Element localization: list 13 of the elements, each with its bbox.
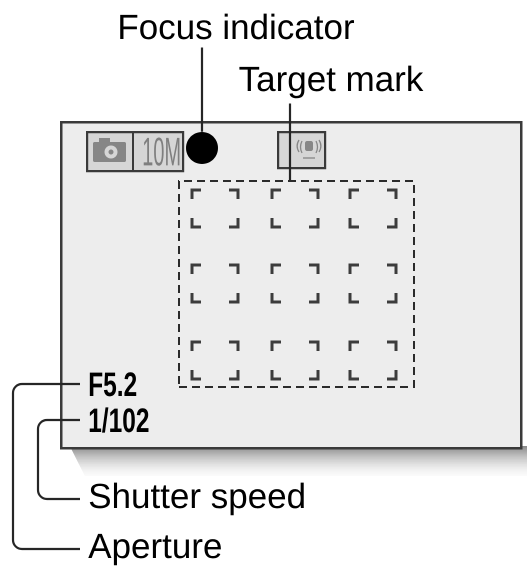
screen-panel bbox=[60, 121, 522, 450]
readout-text: 1/102 bbox=[90, 407, 148, 433]
dashed-frame bbox=[178, 180, 415, 388]
readout-text: F5.2 bbox=[90, 372, 136, 396]
leader-line bbox=[12, 382, 80, 550]
callout-label: Target mark bbox=[239, 66, 424, 98]
callout-label: Aperture bbox=[88, 534, 221, 566]
callout-label: Shutter speed bbox=[90, 482, 304, 516]
leader-line bbox=[36, 418, 80, 500]
leader-line bbox=[288, 103, 292, 180]
leader-line bbox=[200, 48, 204, 132]
callout-label: Focus indicator bbox=[120, 14, 354, 40]
focus-dot bbox=[186, 132, 218, 164]
